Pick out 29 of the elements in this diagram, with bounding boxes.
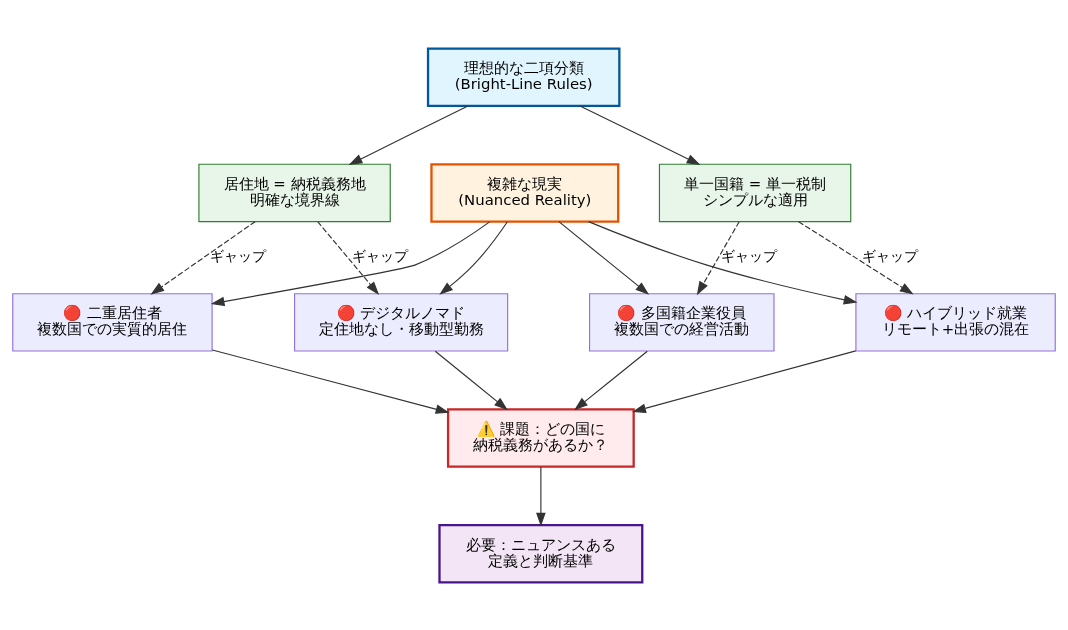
node-box: ⚠ 課題：どの国に 納税義務があるか？ — [446, 407, 635, 468]
node-box: 必要：ニュアンスある 定義と判断基準 — [438, 523, 644, 584]
arrow — [574, 350, 648, 410]
node-box: 単一国籍 = 単一税制 シンプルな適用 — [658, 163, 852, 222]
arrow — [536, 465, 546, 526]
arrow — [587, 220, 858, 304]
edge-label: ギャップ — [351, 247, 408, 264]
arrow — [348, 104, 469, 165]
arrow — [798, 220, 914, 295]
arrow — [150, 220, 256, 295]
node-box: 理想的な二項分類 (Bright-Line Rules) — [426, 46, 621, 107]
arrow — [439, 220, 508, 295]
arrow — [317, 220, 380, 295]
arrow — [579, 104, 701, 165]
arrow — [211, 348, 450, 414]
arrow — [696, 220, 740, 295]
edge-label: ギャップ — [861, 247, 918, 264]
node-box: 🔴 デジタルノマド 定住地なし・移動型勤務 — [294, 292, 509, 352]
edge-label: ギャップ — [209, 247, 266, 264]
node-box: 複雑な現実 (Nuanced Reality) — [430, 162, 620, 223]
node-box: 居住地 = 納税義務地 明確な境界線 — [198, 163, 391, 222]
edge-label: ギャップ — [720, 247, 777, 264]
node-box: 🔴 多国籍企業役員 複数国での経営活動 — [589, 292, 775, 352]
node-box: 🔴 二重居住者 複数国での実質的居住 — [12, 292, 213, 352]
arrow — [632, 349, 857, 413]
arrow — [434, 350, 508, 410]
arrow — [558, 220, 650, 295]
arrow — [210, 220, 491, 306]
node-box: 🔴 ハイブリッド就業 リモート+出張の混在 — [855, 292, 1056, 352]
